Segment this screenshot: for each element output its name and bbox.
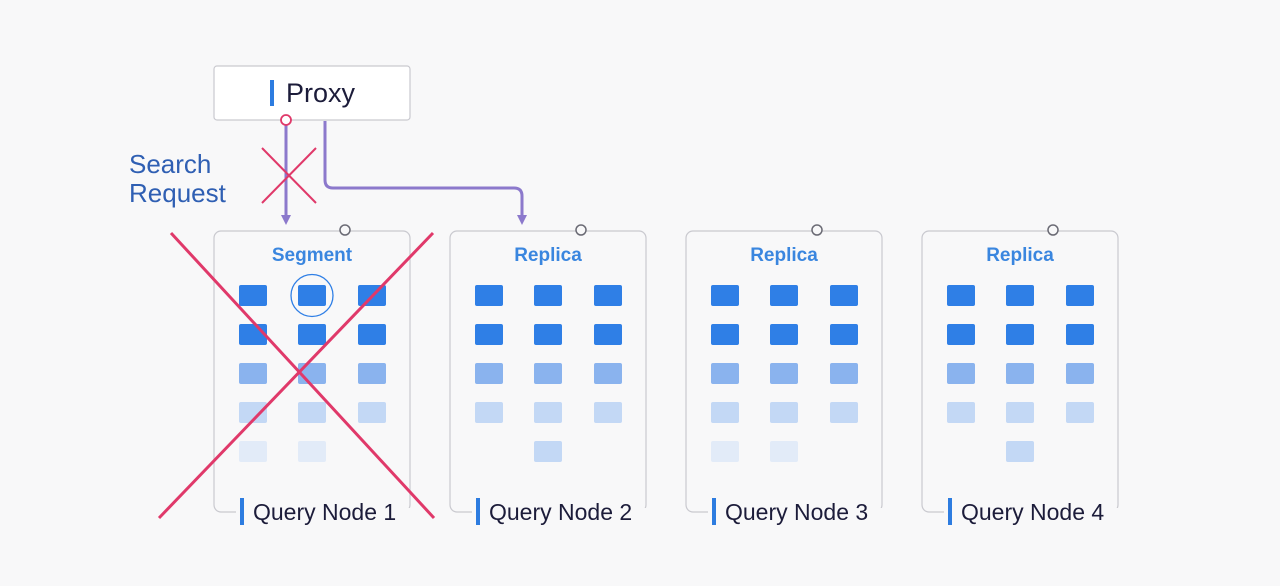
label-accent-bar-icon: [948, 498, 952, 525]
query-node-label: Query Node 2: [489, 499, 632, 525]
data-cell: [298, 324, 326, 345]
proxy-box: Proxy: [213, 65, 411, 121]
query-node-header: Segment: [272, 245, 353, 266]
label-accent-bar-icon: [712, 498, 716, 525]
data-cell: [830, 363, 858, 384]
data-cell: [1006, 402, 1034, 423]
data-cell: [534, 285, 562, 306]
data-cell: [298, 402, 326, 423]
query-node-header: Replica: [514, 245, 582, 266]
data-cell: [594, 324, 622, 345]
failed-arrow-x-cross-icon-2: [261, 147, 317, 204]
data-cell: [594, 363, 622, 384]
node-failure-x-cross-icon: [169, 231, 436, 520]
node-failure-x-cross-icon-2: [157, 231, 435, 520]
query-node-label-gap: [472, 508, 658, 518]
data-cell: [534, 402, 562, 423]
connector-port-icon: [1047, 224, 1059, 236]
label-accent-bar-icon: [240, 498, 244, 525]
data-cell: [770, 285, 798, 306]
failed-arrow-origin-port-icon: [280, 114, 292, 126]
query-node-label: Query Node 1: [253, 499, 396, 525]
query-node-header: Replica: [986, 245, 1054, 266]
query-node-label: Query Node 3: [725, 499, 868, 525]
search-request-line2: Request: [129, 178, 227, 208]
data-cell: [239, 363, 267, 384]
data-cell: [830, 285, 858, 306]
data-cell: [830, 324, 858, 345]
query-node-label-gap: [944, 508, 1130, 518]
data-cell: [239, 402, 267, 423]
data-cell: [1066, 363, 1094, 384]
data-cell: [1006, 285, 1034, 306]
data-cell: [1006, 324, 1034, 345]
data-cell: [947, 402, 975, 423]
data-cell: [711, 441, 739, 462]
rerouted-search-arrow: [323, 121, 527, 225]
failed-search-arrow: [261, 114, 317, 225]
data-cell: [534, 441, 562, 462]
data-cell: [770, 441, 798, 462]
segment-highlight-ring-icon: [290, 273, 334, 318]
data-cell: [475, 324, 503, 345]
data-cell: [711, 324, 739, 345]
data-cell: [594, 285, 622, 306]
data-cell: [711, 402, 739, 423]
data-cell: [770, 363, 798, 384]
data-cell: [1066, 324, 1094, 345]
proxy-label: Proxy: [286, 78, 356, 108]
data-cell: [298, 441, 326, 462]
data-cell: [947, 363, 975, 384]
query-node-header: Replica: [750, 245, 818, 266]
data-cell: [770, 402, 798, 423]
data-cell: [770, 324, 798, 345]
proxy-accent-bar-icon: [270, 80, 274, 106]
data-cell: [358, 363, 386, 384]
data-cell: [358, 402, 386, 423]
data-cell: [830, 402, 858, 423]
data-cell: [947, 324, 975, 345]
data-cell: [298, 285, 326, 306]
query-node-label: Query Node 4: [961, 499, 1104, 525]
data-cell: [1066, 285, 1094, 306]
search-request-line1: Search: [129, 149, 211, 179]
data-cell: [594, 402, 622, 423]
data-cell: [239, 441, 267, 462]
data-cell: [1006, 441, 1034, 462]
data-cell: [947, 285, 975, 306]
data-cell: [475, 402, 503, 423]
proxy-box-frame: [213, 65, 411, 121]
data-cell: [534, 363, 562, 384]
data-cell: [239, 285, 267, 306]
data-cell: [711, 285, 739, 306]
data-cell: [475, 363, 503, 384]
connector-port-icon: [575, 224, 587, 236]
query-node-label-gap: [236, 508, 422, 518]
data-cell: [1006, 363, 1034, 384]
connector-port-icon: [339, 224, 351, 236]
data-cell: [1066, 402, 1094, 423]
data-cell: [711, 363, 739, 384]
data-cell: [534, 324, 562, 345]
label-accent-bar-icon: [476, 498, 480, 525]
data-cell: [475, 285, 503, 306]
connector-port-icon: [811, 224, 823, 236]
data-cell: [358, 324, 386, 345]
query-node-label-gap: [708, 508, 894, 518]
